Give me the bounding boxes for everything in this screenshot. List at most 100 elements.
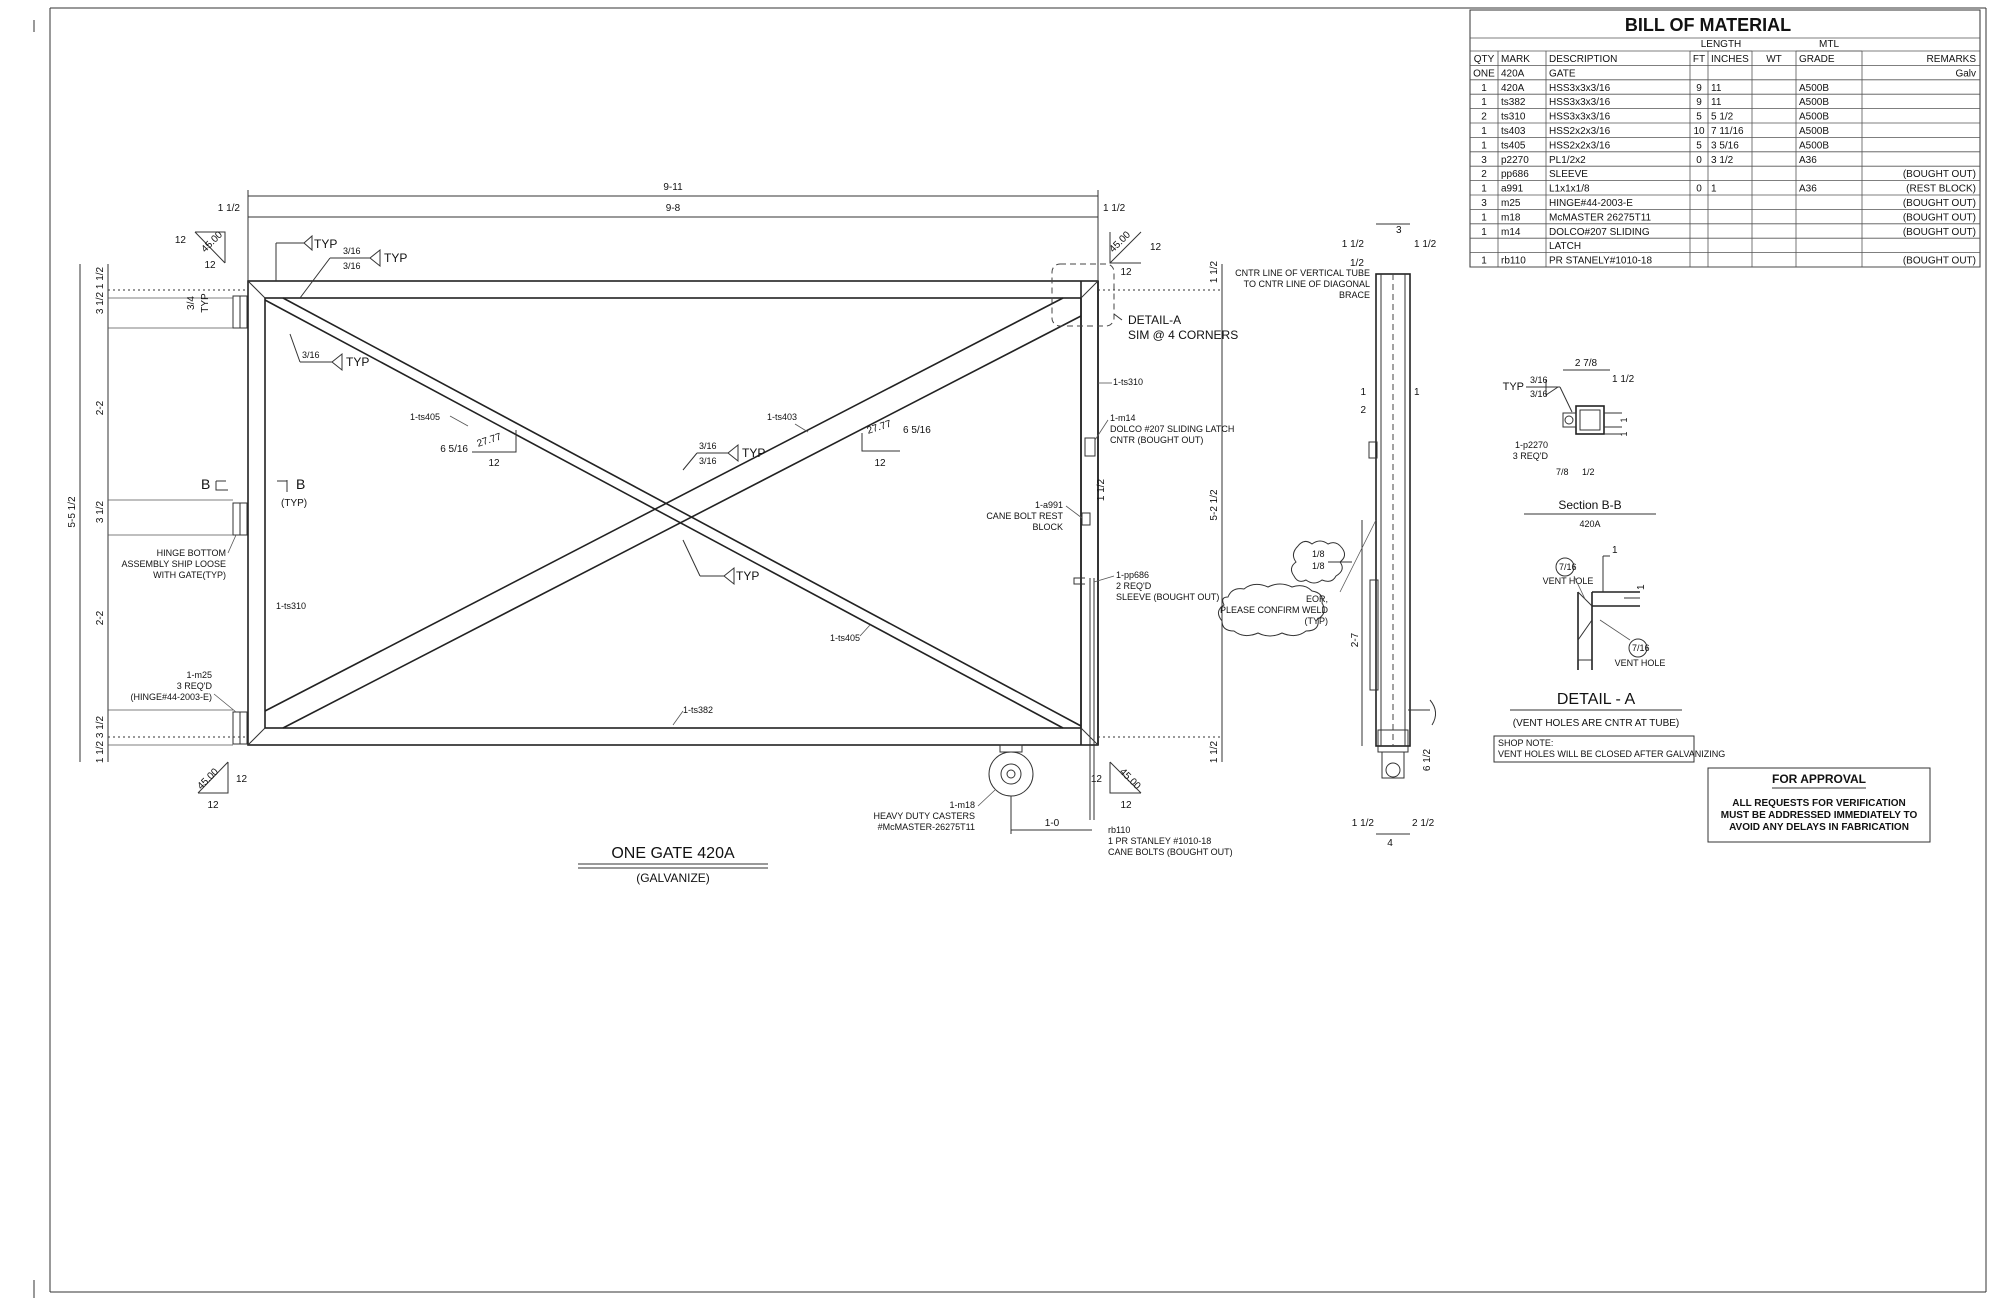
bom-cell: p2270: [1501, 155, 1529, 166]
bom-cell: 420A: [1501, 83, 1525, 94]
weld-symbol-lower: TYP: [682, 539, 759, 586]
cane-mark: rb110: [1108, 825, 1130, 835]
bom-cell: HSS3x3x3/16: [1549, 97, 1611, 108]
bom-cell: A36: [1799, 155, 1817, 166]
bom-cell: A500B: [1799, 83, 1829, 94]
bom-cell: 3: [1481, 155, 1487, 166]
detail-a-title: DETAIL - A: [1557, 691, 1636, 708]
bom-cell: (REST BLOCK): [1906, 184, 1976, 195]
dim-inner-width: 9-8: [666, 203, 681, 214]
brace-slope-left-val: 27.77: [476, 431, 504, 449]
dim-left-3-half-c: 3 1/2: [95, 715, 106, 738]
shop-note-box: [1493, 735, 1695, 763]
bom-cell: GATE: [1549, 68, 1576, 79]
dim-left-3-half-b: 3 1/2: [95, 500, 106, 523]
detail-a-dim-1-b: 1: [1636, 584, 1647, 590]
bom-cell: 420A: [1501, 68, 1525, 79]
bom-header-cell: FT: [1693, 54, 1705, 65]
brace-len-right: 6 5/16: [903, 425, 931, 436]
weld-symbol-top-b: 3/16 3/16 TYP: [299, 246, 407, 299]
brace-slope-right-val: 27.77: [866, 418, 894, 436]
side-dim-2-7: 2-7: [1350, 632, 1361, 647]
sleeve-top: [1073, 577, 1085, 585]
bevel-angle-bl: 45.00: [195, 766, 221, 792]
bevel-12-br-a: 12: [1091, 774, 1103, 785]
dim-top-right-half: 1 1/2: [1103, 203, 1126, 214]
bom-cell: DOLCO#207 SLIDING: [1549, 227, 1650, 238]
hinge-note-2: ASSEMBLY SHIP LOOSE: [121, 559, 226, 569]
dim-left-2-2-a: 2-2: [95, 400, 106, 415]
mark-ts403: 1-ts403: [767, 412, 797, 422]
heavy-duty-caster: [988, 744, 1034, 797]
bom-cell: 5: [1696, 140, 1702, 151]
sleeve-mark: 1-pp686: [1116, 570, 1149, 580]
vent-hole-callout-bottom: [1628, 638, 1648, 658]
bevel-12-tr-a: 12: [1150, 242, 1162, 253]
approval-title: FOR APPROVAL: [1772, 772, 1866, 786]
caster-model: #McMASTER-26275T11: [878, 822, 975, 832]
bom-cell: 1: [1481, 83, 1487, 94]
dim-latch-half: 1 1/2: [1096, 478, 1107, 501]
hinge-middle: [232, 502, 248, 536]
sleeve-qty: 2 REQ'D: [1116, 581, 1152, 591]
approval-stamp: FOR APPROVAL ALL REQUESTS FOR VERIFICATI…: [1707, 767, 1931, 843]
hinge-bottom: [232, 711, 248, 745]
caster-mark: 1-m18: [949, 800, 975, 810]
side-dim-1-r: 1: [1414, 387, 1420, 398]
bom-cell: a991: [1501, 184, 1524, 195]
latch-mark: 1-m14: [1110, 413, 1136, 423]
eor-cloud: [1218, 583, 1325, 637]
weld-size-top-1: 3/16: [343, 246, 361, 256]
section-dim-2-7-8: 2 7/8: [1575, 358, 1598, 369]
hinge-note-3: WITH GATE(TYP): [153, 570, 226, 580]
brace-12-left: 12: [488, 458, 500, 469]
vent-label-top: VENT HOLE: [1543, 576, 1594, 586]
bom-cell: 3: [1481, 198, 1487, 209]
dim-left-2-2-b: 2-2: [95, 610, 106, 625]
bom-cell: 7 11/16: [1711, 126, 1744, 137]
bevel-bottom-right: 45.00 12 12: [1091, 761, 1143, 811]
mark-ts405-a: 1-ts405: [410, 412, 440, 422]
bevel-angle-br: 45.00: [1117, 766, 1143, 792]
bevel-top-right: 45.00 12 12: [1107, 229, 1161, 278]
bom-cell: 2: [1481, 169, 1487, 180]
bom-cell: m18: [1501, 212, 1521, 223]
weld-symbol-center: 3/16 3/16 TYP: [682, 441, 765, 471]
weld-typ-lower: TYP: [736, 569, 759, 583]
section-dim-half: 1/2: [1582, 467, 1595, 477]
bom-cell: A500B: [1799, 140, 1829, 151]
dim-top-left-half: 1 1/2: [218, 203, 241, 214]
approval-line-3: AVOID ANY DELAYS IN FABRICATION: [1729, 822, 1909, 833]
gate-frame-inner: [264, 297, 1082, 729]
detail-a-dim-1: 1: [1612, 545, 1618, 556]
bom-cell: 1: [1481, 126, 1487, 137]
bom-cell: pp686: [1501, 169, 1529, 180]
bom-cell: A500B: [1799, 112, 1829, 123]
bom-cell: LATCH: [1549, 241, 1581, 252]
dim-left-half-bottom: 1 1/2: [95, 740, 106, 763]
bom-cell: 1: [1481, 212, 1487, 223]
mark-ts405-b: 1-ts405: [830, 633, 860, 643]
dim-left-3-half-a: 3 1/2: [95, 291, 106, 314]
hinge-top: [232, 295, 248, 329]
bom-cell: (BOUGHT OUT): [1903, 198, 1976, 209]
sheet-border: [33, 7, 1987, 1298]
shop-note-title: SHOP NOTE:: [1498, 738, 1553, 748]
bevel-12-tl-b: 12: [204, 260, 216, 271]
rest-desc: CANE BOLT REST: [986, 511, 1063, 521]
weld-size-top-2: 3/16: [343, 261, 361, 271]
eor-note-2: PLEASE CONFIRM WELD: [1220, 605, 1329, 615]
section-b-b: 2 7/8 1 1/2 1 1 3/16 3/16 TYP 1-p2270 3 …: [1503, 358, 1656, 529]
weld-size-a: 1/8: [1312, 549, 1325, 559]
section-title: Section B-B: [1558, 498, 1621, 512]
bom-cell: ONE: [1473, 68, 1495, 79]
detail-a-callout: [1051, 263, 1115, 327]
bom-cell: rb110: [1501, 256, 1526, 267]
section-weld-1: 3/16: [1530, 375, 1548, 385]
detail-a-label: DETAIL-A: [1128, 313, 1181, 327]
side-caster: [1381, 751, 1405, 779]
bom-cell: (BOUGHT OUT): [1903, 212, 1976, 223]
weld-typ-left: TYP: [346, 355, 369, 369]
